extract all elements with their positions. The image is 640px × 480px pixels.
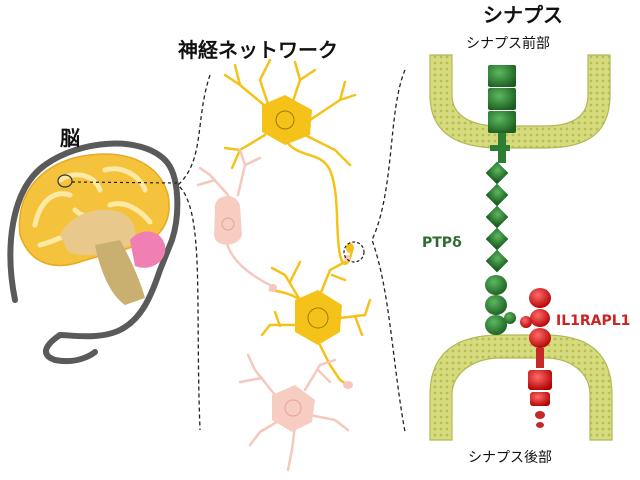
synapse-illustration: シナプス シナプス前部 シナプス後部 PTPδ IL1RAPL1 [422,3,630,466]
postsynaptic-membrane [429,334,613,441]
presynaptic-label: シナプス前部 [466,35,550,52]
neuron-faded-left [196,148,272,287]
synapse-knob-1 [346,243,354,253]
neuron-top-nucleus [275,110,295,130]
neuron-middle-body [295,290,342,345]
synapse-knob-2 [269,284,277,292]
ptp-block-1 [488,65,516,87]
synapse-focus-circle [343,241,365,263]
neuron-faded-bottom [238,353,350,472]
brain-label: 脳 [59,126,80,150]
il1rapl1-protein [520,288,552,428]
ptp-ig-domains [485,275,516,335]
brain-focus-circle [57,174,73,188]
ptp-block-3 [488,111,516,133]
il1rapl1-label: IL1RAPL1 [556,313,630,329]
network-right-bracket [371,69,406,433]
cerebellum [130,231,166,268]
neuron-middle-nucleus [307,307,329,329]
network-left-bracket [177,74,211,431]
postsynaptic-label: シナプス後部 [468,450,552,466]
neuron-faded-left-nucleus [221,217,235,231]
neuron-faded-bottom-nucleus [284,399,302,417]
synapse-title: シナプス [483,3,563,27]
ptp-fn-domains [485,161,509,273]
brainstem [95,240,145,305]
neuron-faded-bottom-body [272,385,315,432]
synapse-knob-3 [343,381,353,389]
ptp-label: PTPδ [422,235,462,251]
head-outline [7,140,181,365]
presynaptic-membrane [429,54,611,149]
neural-network [196,58,372,472]
ptp-link [490,145,510,151]
brain-illustration: 脳 [7,126,181,365]
network-title: 神経ネットワーク [178,38,338,62]
neuron-faded-left-body [214,195,242,245]
neuron-top-body [262,95,312,145]
ptp-block-2 [488,88,516,110]
